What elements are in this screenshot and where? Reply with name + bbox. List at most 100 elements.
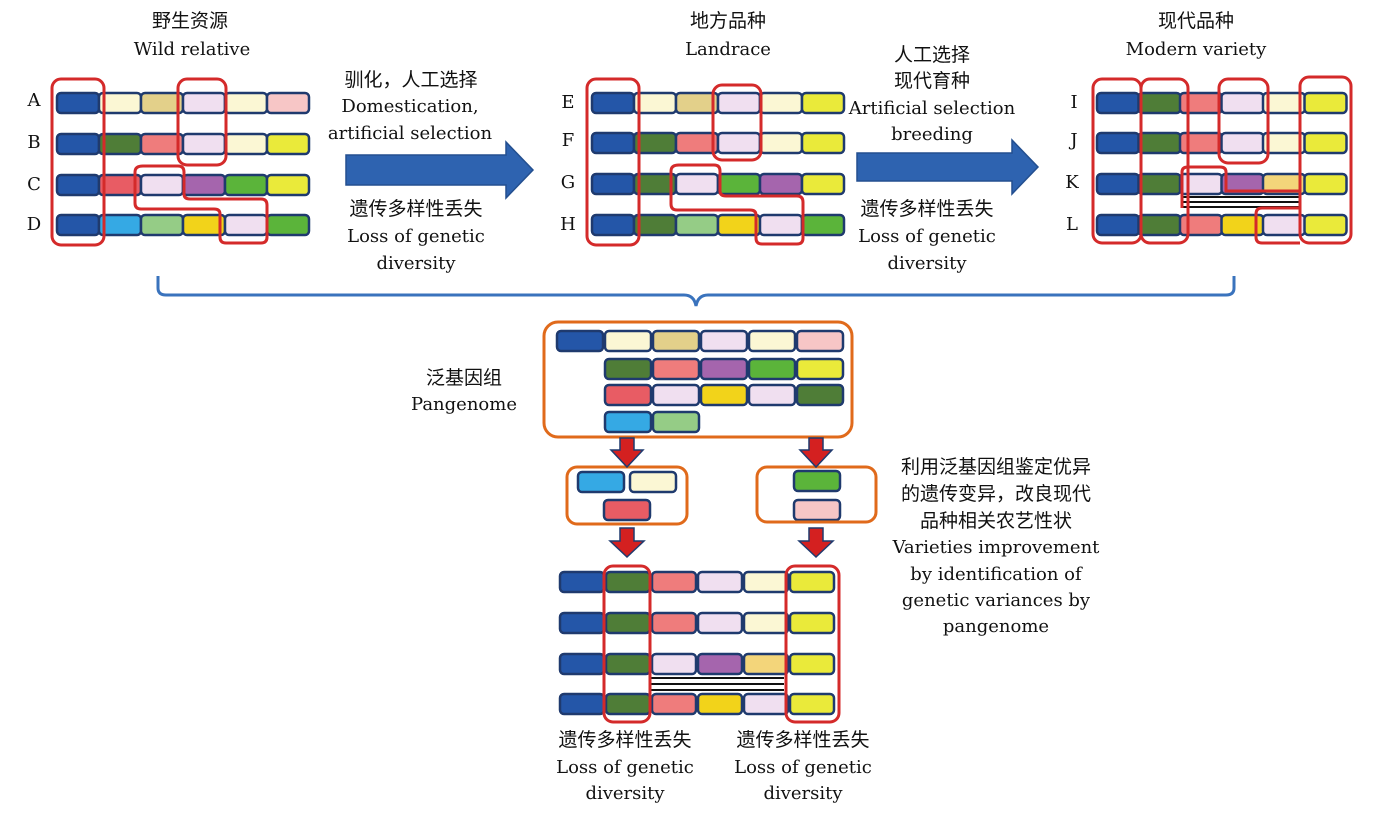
improved-row-4	[558, 692, 836, 716]
gene-block	[742, 611, 790, 635]
gene-block	[788, 652, 836, 676]
gene-block	[650, 652, 698, 676]
gene-block	[1303, 213, 1348, 237]
landrace-row-g	[590, 172, 846, 196]
gene-block	[604, 570, 652, 594]
wild-title-zh: 野生资源	[152, 10, 228, 32]
gene-block	[758, 172, 804, 196]
gene-block	[1137, 172, 1182, 196]
gene-block	[650, 692, 698, 716]
gene-block	[651, 329, 701, 353]
gene-block	[139, 173, 185, 197]
highlight-improved-col6	[784, 564, 841, 724]
highlight-landrace-gh	[669, 163, 805, 246]
gene-block	[55, 91, 101, 115]
gene-block	[696, 652, 744, 676]
landrace-row-h	[590, 213, 846, 237]
modern-row-k	[1095, 172, 1348, 196]
gene-block	[590, 172, 636, 196]
pangenome-row-3	[603, 383, 845, 407]
arrow2-bottom-en-1: Loss of genetic	[858, 226, 996, 247]
gene-block	[55, 173, 101, 197]
highlight-wild-cd	[133, 164, 269, 245]
selected-left-row-2	[602, 498, 652, 522]
gene-block	[604, 692, 652, 716]
gene-block	[1137, 131, 1182, 155]
landrace-title-en: Landrace	[685, 39, 771, 60]
gene-block	[758, 91, 804, 115]
gene-block	[800, 172, 846, 196]
highlight-landrace-col1	[585, 77, 641, 247]
gene-block	[55, 213, 101, 237]
bottom-right-en-1: Loss of genetic	[734, 757, 872, 778]
domestication-arrow	[345, 140, 535, 200]
gene-block	[650, 570, 698, 594]
improvement-en-2: by identification of	[910, 564, 1083, 585]
bottom-right-zh: 遗传多样性丢失	[736, 729, 869, 751]
highlight-improved-col2	[602, 564, 652, 724]
arrow2-bottom-zh: 遗传多样性丢失	[860, 198, 993, 220]
gene-block	[651, 383, 701, 407]
gene-block	[696, 692, 744, 716]
gene-block	[223, 173, 269, 197]
gene-block	[792, 469, 842, 493]
bottom-left-zh: 遗传多样性丢失	[558, 729, 691, 751]
wild-title-en: Wild relative	[134, 39, 251, 60]
gene-block	[651, 357, 701, 381]
gene-block	[1095, 131, 1141, 155]
pangenome-row-2	[603, 357, 845, 381]
gene-block	[699, 329, 749, 353]
landrace-row-f	[590, 131, 846, 155]
gene-block	[604, 611, 652, 635]
row-label-d: D	[27, 214, 41, 235]
gene-block	[603, 357, 653, 381]
bottom-left-en-1: Loss of genetic	[556, 757, 694, 778]
arrow1-bottom-en-1: Loss of genetic	[347, 226, 485, 247]
arrow1-bottom-zh: 遗传多样性丢失	[349, 198, 482, 220]
selected-right-row-2	[792, 498, 842, 522]
gene-block	[1220, 131, 1265, 155]
arrow2-bottom-en-2: diversity	[887, 253, 967, 274]
down-arrow-sel-left	[608, 527, 646, 559]
row-label-a: A	[27, 90, 42, 111]
gene-block	[800, 131, 846, 155]
row-label-f: F	[562, 130, 575, 151]
gene-block	[558, 570, 606, 594]
gene-block	[747, 357, 797, 381]
gene-block	[223, 213, 269, 237]
bottom-right-en-2: diversity	[763, 783, 843, 804]
arrow2-top-en-2: breeding	[891, 124, 973, 145]
gene-block	[716, 213, 762, 237]
gene-block	[696, 611, 744, 635]
arrow1-top-zh: 驯化，人工选择	[344, 69, 477, 91]
selected-left-row-1	[576, 470, 678, 494]
deletion-line-improved	[651, 677, 784, 691]
highlight-wild-ab	[176, 77, 228, 167]
gene-block	[1137, 91, 1182, 115]
gene-block	[758, 213, 804, 237]
gene-block	[716, 172, 762, 196]
gene-block	[792, 498, 842, 522]
wild-row-b	[55, 132, 311, 156]
gene-block	[265, 91, 311, 115]
gene-block	[558, 652, 606, 676]
landrace-title-zh: 地方品种	[690, 10, 766, 32]
gene-block	[181, 132, 227, 156]
wild-row-a	[55, 91, 311, 115]
pangenome-row-4	[603, 410, 701, 434]
gene-block	[674, 172, 720, 196]
highlight-wild-col1	[50, 77, 106, 247]
highlight-modern-ij	[1217, 77, 1270, 165]
row-label-c: C	[27, 174, 41, 195]
modern-title-en: Modern variety	[1126, 39, 1268, 60]
arrow2-top-zh-1: 人工选择	[894, 44, 970, 66]
gene-block	[1095, 213, 1141, 237]
landrace-row-e	[590, 91, 846, 115]
gene-block	[1303, 172, 1348, 196]
improvement-zh-3: 品种相关农艺性状	[920, 510, 1072, 532]
gene-block	[1178, 131, 1224, 155]
improved-row-3	[558, 652, 836, 676]
gene-block	[742, 570, 790, 594]
gene-block	[1220, 91, 1265, 115]
